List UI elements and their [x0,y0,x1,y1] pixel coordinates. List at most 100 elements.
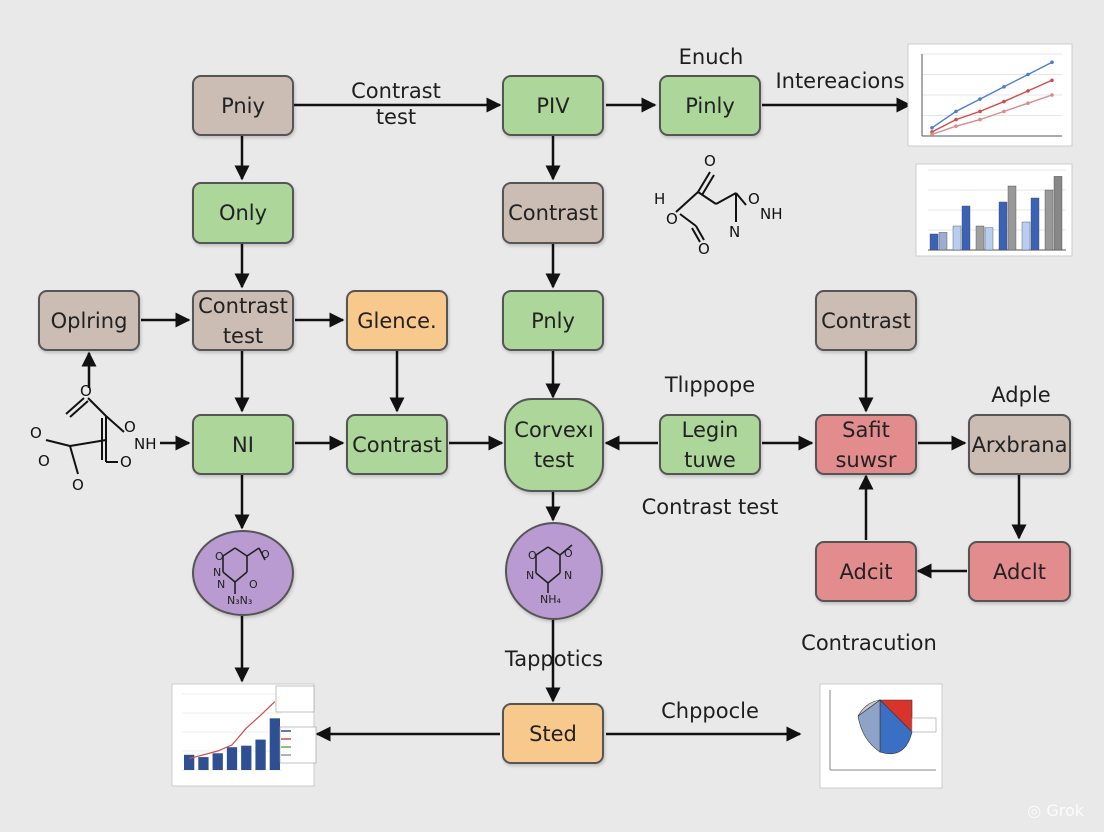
label-intereacions: Intereacions [775,69,905,93]
node-piv[interactable]: PIV [502,75,604,136]
molecule-top-right-labels: O H O O O NH N [654,152,783,258]
data-point [978,97,982,101]
node-contrast-test-left[interactable]: Contrast test [192,290,294,351]
svg-text:NH₄: NH₄ [540,593,562,606]
node-molecule-circle-center[interactable]: O O N N NH₄ [505,522,603,620]
data-point [954,109,958,114]
series-line [931,94,1053,136]
legend-box [275,685,315,713]
svg-text:N₃N₃: N₃N₃ [227,594,252,607]
node-arxbrana[interactable]: Arxbrana [968,414,1071,475]
data-point [1002,85,1006,89]
bar [975,225,985,251]
label-tappotics: Tappotics [504,647,604,671]
data-point [1002,109,1006,114]
bar [961,205,971,251]
label-chppocle: Chppocle [661,699,759,723]
molecule-atom: O [698,240,710,258]
svg-text:N: N [217,578,225,591]
molecule-atom: O [80,382,92,400]
node-glence[interactable]: Glence. [346,290,448,351]
bar [1007,185,1017,251]
molecule-left [45,397,125,475]
bar [1030,197,1040,251]
node-pnly-center[interactable]: Pnly [502,290,604,351]
series-line [931,79,1053,133]
series-line [188,701,276,760]
node-contrast-mid[interactable]: Contrast [346,414,448,475]
bar [984,227,994,251]
molecule-circle-center-icon: O O N N NH₄ [526,544,573,606]
bar [184,754,195,770]
bar [269,718,280,770]
node-adclt[interactable]: Adclt [968,541,1071,602]
bar [938,232,948,251]
bar [1044,189,1054,251]
svg-text:O: O [528,549,537,562]
molecule-atom: O [120,453,132,471]
data-point [954,117,958,122]
molecule-circle-left-icon: O N O O N₃N₃ N [213,547,270,607]
pie-chart-thumbnail[interactable] [819,683,943,789]
molecule-atom: O [124,418,136,436]
data-point [930,126,934,130]
label-contrast-test-top: Contrast test [351,79,441,129]
node-adcit[interactable]: Adcit [815,541,917,602]
node-ni[interactable]: NI [192,414,294,475]
bar-line-chart-thumbnail[interactable] [171,683,317,787]
svg-text:O: O [261,548,270,561]
svg-text:N: N [564,569,572,582]
svg-text:O: O [249,578,258,591]
svg-text:N: N [213,566,221,579]
bar [952,225,962,251]
bar [212,753,223,770]
label-adple: Adple [991,383,1051,407]
bar [198,757,209,770]
molecule-left-labels: O O O O O O NH [30,382,157,494]
svg-text:N: N [526,569,534,582]
data-point [954,124,958,128]
node-safit-suwsr[interactable]: Safit suwsr [815,414,917,475]
bar [998,201,1008,251]
node-oplring[interactable]: Oplring [38,290,140,351]
bar [929,233,939,251]
molecule-atom: O [704,152,716,170]
node-sted[interactable]: Sted [502,703,604,764]
bar [241,745,252,770]
pie-slice [857,699,881,717]
node-contrast-right[interactable]: Contrast [815,290,917,351]
node-molecule-circle-left[interactable]: O N O O N₃N₃ N [192,530,294,616]
node-contrast-center[interactable]: Contrast [502,182,604,244]
data-point [1050,60,1054,64]
line-chart-thumbnail[interactable] [907,43,1073,147]
data-point [930,132,934,137]
molecule-atom: NH [760,205,783,223]
bar [1053,176,1063,251]
node-pinly[interactable]: Pinly [659,75,761,136]
data-point [930,130,934,134]
bar [226,747,238,770]
molecule-atom: N [729,223,740,241]
molecule-top-right [675,171,747,243]
data-point [978,117,982,122]
data-point [1002,99,1006,104]
watermark-logo: ◎ Grok [1027,801,1084,820]
series-line [931,61,1053,129]
data-point [1026,89,1030,93]
bar [255,739,266,770]
label-contracution: Contracution [801,631,937,655]
svg-text:O: O [564,547,573,560]
node-legin-tuwe[interactable]: Legin tuwe [659,414,761,475]
data-point [978,109,982,114]
label-tlippope: Tlıppope [664,373,756,397]
label-contrast-test-bottom: Contrast test [641,495,779,519]
bar [1021,221,1031,251]
bar-chart-thumbnail[interactable] [915,163,1073,257]
molecule-atom: H [654,190,665,208]
node-only[interactable]: Only [192,182,294,244]
label-enuch: Enuch [678,45,744,69]
molecule-atom: O [666,210,678,228]
node-corvexi-test[interactable]: Corvexı test [504,398,604,492]
node-pniy[interactable]: Pniy [192,75,294,136]
